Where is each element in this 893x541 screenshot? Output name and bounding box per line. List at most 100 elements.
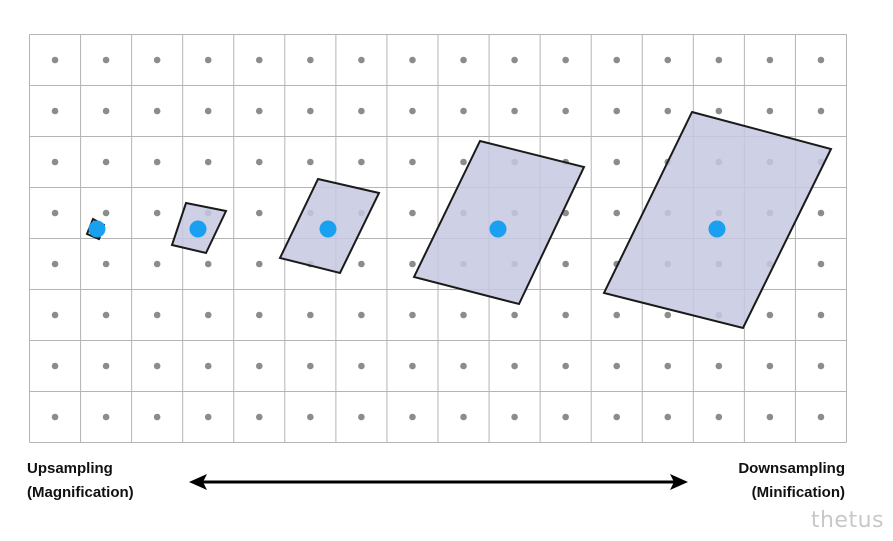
sample-dot [817,56,825,64]
footprint-1 [85,217,106,241]
sample-dot [51,107,59,115]
sample-dot [307,107,314,115]
sample-dot [255,362,263,370]
sample-dot [766,362,774,370]
sample-dot [409,260,416,268]
sample-dot [51,413,59,421]
watermark: thetus [810,508,884,533]
sample-dot [460,158,467,166]
sample-dot [511,56,518,64]
sample-dot [102,260,110,268]
sample-dot [817,260,825,268]
sample-dot [358,107,365,115]
sample-dot [511,413,518,421]
sample-dot [102,56,110,64]
sample-dot [817,362,825,370]
downsampling-label-line1: Downsampling [738,460,845,477]
footprint-3-center-dot [319,220,337,238]
sample-dot [51,56,59,64]
sample-dot [153,260,161,268]
footprint-3 [278,177,381,275]
sample-dot [817,413,825,421]
sample-dot [153,158,161,166]
sample-dot [358,158,365,166]
sample-dot [51,362,59,370]
sample-dot [102,413,110,421]
sample-dot [102,107,110,115]
sample-dot [766,311,774,319]
sample-dot [817,311,825,319]
sample-dot [102,311,110,319]
sample-dot [613,107,621,115]
sample-dot [358,260,365,268]
sample-dot [613,56,621,64]
footprint-5 [602,110,833,330]
sample-dot [715,413,723,421]
sample-dot [307,413,314,421]
sample-dot [715,107,723,115]
sample-dot [358,311,365,319]
sample-dot [255,260,263,268]
sample-dot [204,413,212,421]
sample-dot [613,209,621,217]
sample-dot [409,107,416,115]
sample-dot [664,56,672,64]
sample-dot [204,107,212,115]
sample-dot [613,362,621,370]
sample-dot [153,362,161,370]
sample-dot [460,311,467,319]
footprints [85,110,833,330]
sample-dot [51,158,59,166]
sample-dot [307,362,314,370]
sample-dot [102,209,110,217]
sample-dot [204,260,212,268]
sample-dot [51,209,59,217]
sample-dot [409,56,416,64]
sample-dot [664,413,672,421]
upsampling-label-line2: (Magnification) [27,484,134,501]
sample-dot [358,362,365,370]
footprint-4 [412,139,586,306]
sample-dot [255,158,263,166]
sample-dot [204,158,212,166]
sample-dot [613,311,621,319]
sample-dot [307,158,314,166]
sample-dot [153,413,161,421]
footprint-2-center-dot [189,220,207,238]
sample-dot [766,107,774,115]
sample-dot [562,107,569,115]
sample-dot [409,362,416,370]
sample-dot [562,311,569,319]
sample-dot [409,209,416,217]
sample-dot [664,107,672,115]
sample-dot [358,413,365,421]
sample-dot [255,56,263,64]
footprint-5-shape [602,110,833,330]
sample-dot [460,107,467,115]
sample-dot [307,311,314,319]
sample-dot [817,107,825,115]
sample-dot [715,56,723,64]
sample-dot [511,311,518,319]
upsampling-label-line1: Upsampling [27,460,113,477]
footprint-4-center-dot [489,220,507,238]
sample-dot [255,311,263,319]
sample-dot [562,362,569,370]
sample-dot [766,413,774,421]
sample-dot [255,209,263,217]
footprint-2 [170,201,228,255]
sample-dot [204,362,212,370]
sample-dot [511,107,518,115]
sample-dot [715,362,723,370]
sample-dot [204,56,212,64]
downsampling-label-line2: (Minification) [751,484,845,501]
sample-dot [409,158,416,166]
sample-dot [460,413,467,421]
sample-dot [255,107,263,115]
scale-arrow [189,474,688,490]
sample-dot [664,311,672,319]
upsampling-label: Upsampling (Magnification) [27,457,134,505]
sample-dot [51,311,59,319]
sample-dot [255,413,263,421]
